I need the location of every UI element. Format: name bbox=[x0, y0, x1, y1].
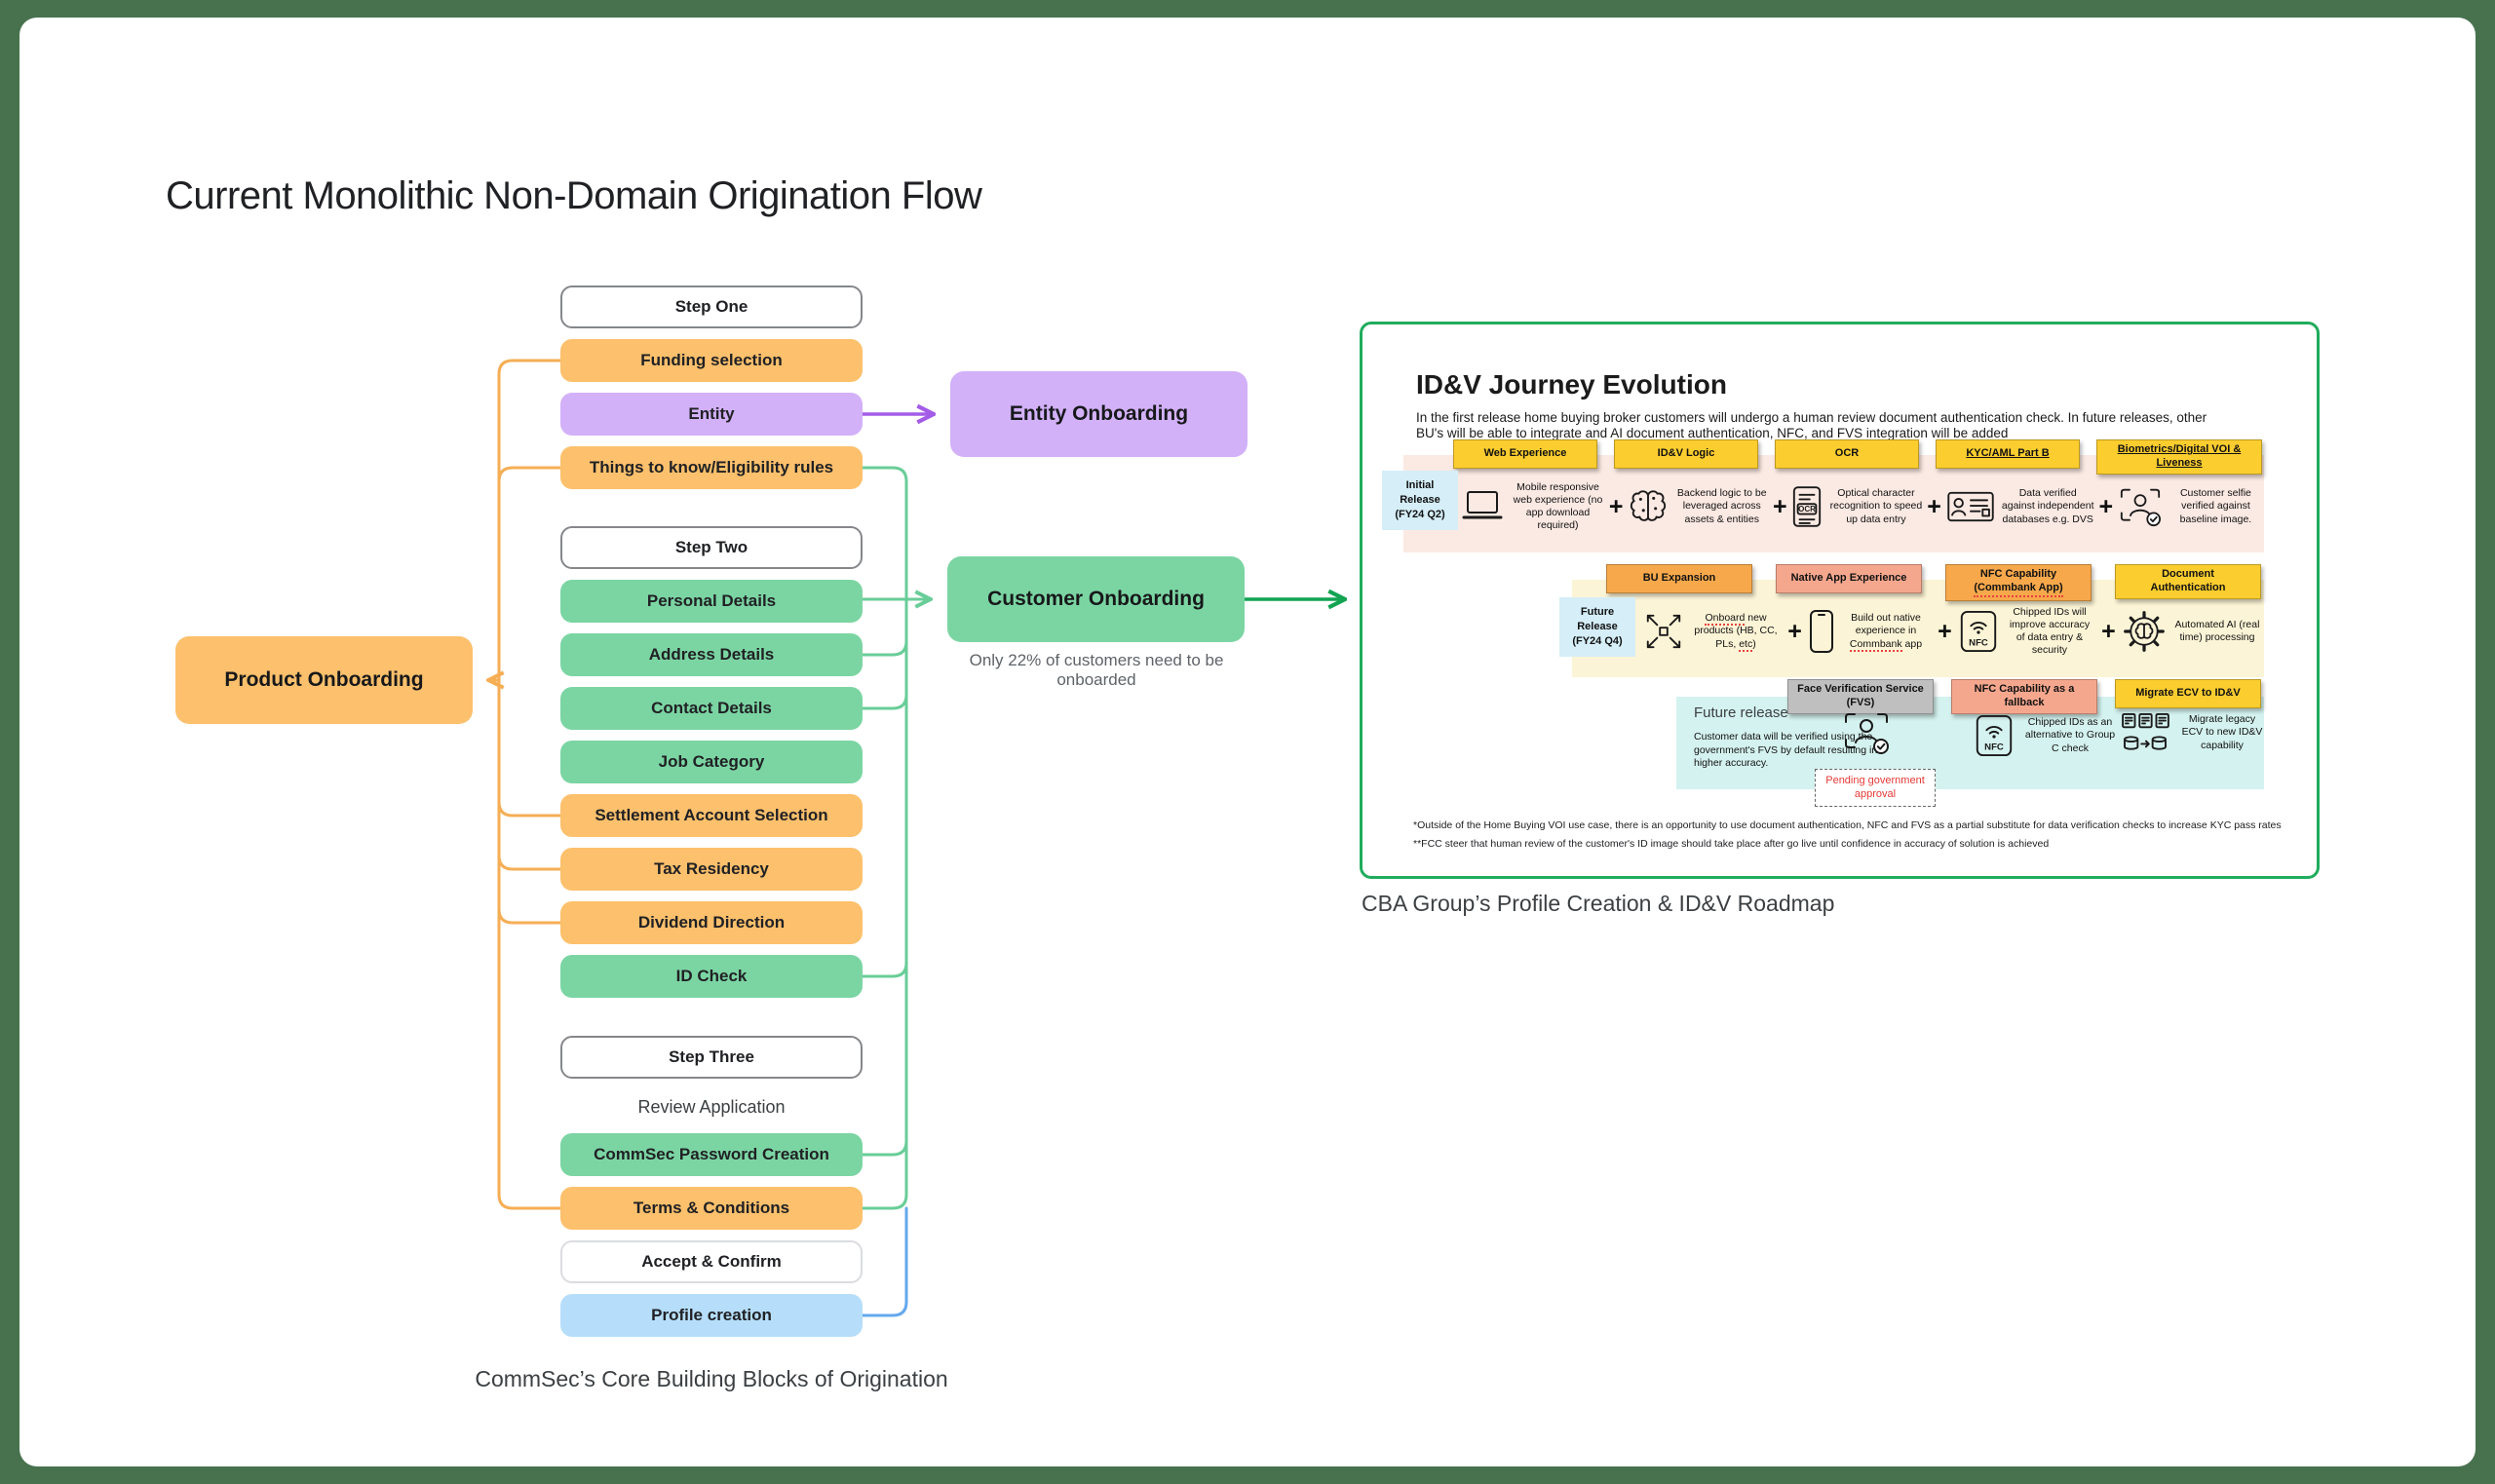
tag-native-app-experience: Native App Experience bbox=[1776, 564, 1922, 593]
tag-idv-logic: ID&V Logic bbox=[1614, 439, 1758, 469]
row2-item-ai: Automated AI (real time) processing bbox=[2123, 610, 2262, 653]
expand-arrows-icon bbox=[1643, 611, 1684, 652]
row1-item-selfie-caption: Customer selfie verified against baselin… bbox=[2179, 487, 2252, 525]
row1-tags: Web Experience ID&V Logic OCR KYC/AML Pa… bbox=[1453, 439, 2262, 475]
ocr-document-icon: OCR bbox=[1791, 485, 1823, 528]
panel-title: ID&V Journey Evolution bbox=[1416, 369, 1727, 400]
row1-item-dvs: Data verified against independent databa… bbox=[1946, 487, 2094, 525]
flow-box-job-category: Job Category bbox=[560, 741, 863, 783]
plus-separator: + bbox=[1608, 492, 1624, 520]
row3-text-block: Future release Customer data will be ver… bbox=[1694, 704, 1894, 771]
nfc-icon: NFC bbox=[1975, 714, 2014, 757]
initial-release-label: Initial Release (FY24 Q2) bbox=[1382, 471, 1458, 530]
row2-items: Onboard new products (HB, CC, PLs, etc) … bbox=[1643, 590, 2262, 673]
row1-item-ocr: OCR Optical character recognition to spe… bbox=[1791, 485, 1922, 528]
flow-box-id-check: ID Check bbox=[560, 955, 863, 998]
plus-separator: + bbox=[2101, 617, 2116, 645]
ai-gear-icon bbox=[2123, 610, 2166, 653]
footnote-2: **FCC steer that human review of the cus… bbox=[1413, 838, 2050, 850]
right-diagram-caption: CBA Group’s Profile Creation & ID&V Road… bbox=[1362, 891, 1835, 916]
row1-item-logic-caption: Backend logic to be leveraged across ass… bbox=[1676, 487, 1767, 525]
svg-text:NFC: NFC bbox=[1969, 637, 1988, 648]
row1-item-selfie: Customer selfie verified against baselin… bbox=[2118, 486, 2262, 527]
row2-item-bu: Onboard new products (HB, CC, PLs, etc) bbox=[1643, 611, 1781, 652]
flow-box-personal-details: Personal Details bbox=[560, 580, 863, 623]
flow-box-profile-creation: Profile creation bbox=[560, 1294, 863, 1337]
flow-box-dividend-direction: Dividend Direction bbox=[560, 901, 863, 944]
id-card-icon bbox=[1946, 489, 1995, 524]
pending-approval-note: Pending government approval bbox=[1815, 769, 1936, 807]
tag-migrate-ecv: Migrate ECV to ID&V bbox=[2115, 679, 2261, 708]
plus-separator: + bbox=[1938, 617, 1952, 645]
svg-text:NFC: NFC bbox=[1984, 742, 2004, 752]
tag-document-authentication: Document Authentication bbox=[2115, 564, 2261, 599]
tag-ocr: OCR bbox=[1775, 439, 1919, 469]
row1-item-logic: Backend logic to be leveraged across ass… bbox=[1628, 486, 1768, 527]
flow-box-address-details: Address Details bbox=[560, 633, 863, 676]
brain-icon bbox=[1628, 486, 1669, 527]
tag-bu-expansion: BU Expansion bbox=[1606, 564, 1752, 593]
flow-box-settlement-account: Settlement Account Selection bbox=[560, 794, 863, 837]
laptop-icon bbox=[1460, 489, 1505, 524]
row1-item-web-caption: Mobile responsive web experience (no app… bbox=[1513, 480, 1603, 532]
plus-separator: + bbox=[2098, 492, 2114, 520]
flow-box-terms-conditions: Terms & Conditions bbox=[560, 1187, 863, 1230]
row2-tags: BU Expansion Native App Experience NFC C… bbox=[1606, 564, 2261, 601]
future-release-label: Future Release (FY24 Q4) bbox=[1559, 597, 1635, 657]
tag-face-verification-service: Face Verification Service (FVS) bbox=[1787, 679, 1934, 714]
panel-subtitle: In the first release home buying broker … bbox=[1416, 410, 2207, 441]
selfie-verification-icon bbox=[2118, 486, 2163, 527]
idv-roadmap-panel: ID&V Journey Evolution In the first rele… bbox=[1360, 322, 2320, 879]
row1-items: Mobile responsive web experience (no app… bbox=[1460, 465, 2262, 549]
tag-kyc-aml-part-b: KYC/AML Part B bbox=[1936, 439, 2080, 469]
row2-item-bu-caption: Onboard new products (HB, CC, PLs, etc) bbox=[1694, 612, 1778, 652]
flow-box-tax-residency: Tax Residency bbox=[560, 848, 863, 891]
left-diagram-caption: CommSec’s Core Building Blocks of Origin… bbox=[475, 1366, 948, 1391]
database-migration-icon bbox=[2121, 712, 2169, 753]
row1-item-dvs-caption: Data verified against independent databa… bbox=[2001, 487, 2094, 525]
face-verification-icon bbox=[1842, 710, 1891, 755]
row2-item-nfc: NFC Chipped IDs will improve accuracy of… bbox=[1959, 606, 2094, 658]
flow-box-step-one: Step One bbox=[560, 285, 863, 328]
nfc-icon: NFC bbox=[1959, 610, 1998, 653]
row3-body: Customer data will be verified using the… bbox=[1694, 731, 1878, 770]
row2-item-native-app-caption: Build out native experience in Commbank … bbox=[1849, 612, 1923, 652]
tag-biometrics-voi-liveness: Biometrics/Digital VOI & Liveness bbox=[2096, 439, 2262, 475]
row3-heading: Future release bbox=[1694, 704, 1788, 721]
row1-item-ocr-caption: Optical character recognition to speed u… bbox=[1829, 487, 1923, 525]
row2-item-native-app: Build out native experience in Commbank … bbox=[1809, 609, 1931, 654]
row3-tags: Face Verification Service (FVS) NFC Capa… bbox=[1787, 679, 2261, 714]
flow-box-accept-confirm: Accept & Confirm bbox=[560, 1240, 863, 1283]
row3-item-nfc-caption: Chipped IDs as an alternative to Group C… bbox=[2024, 716, 2116, 754]
customer-onboarding-box: Customer Onboarding bbox=[947, 556, 1245, 642]
product-onboarding-box: Product Onboarding bbox=[175, 636, 473, 724]
flow-box-commsec-password: CommSec Password Creation bbox=[560, 1133, 863, 1176]
tag-nfc-fallback: NFC Capability as a fallback bbox=[1951, 679, 2097, 714]
row2-item-ai-caption: Automated AI (real time) processing bbox=[2174, 618, 2260, 643]
entity-onboarding-box: Entity Onboarding bbox=[950, 371, 1248, 457]
svg-text:OCR: OCR bbox=[1799, 505, 1817, 514]
plus-separator: + bbox=[1927, 492, 1941, 520]
row3-item-nfc: NFC Chipped IDs as an alternative to Gro… bbox=[1975, 714, 2119, 757]
row3-item-migrate: Migrate legacy ECV to new ID&V capabilit… bbox=[2121, 712, 2267, 753]
customer-onboarding-note: Only 22% of customers need to be onboard… bbox=[969, 651, 1224, 689]
plus-separator: + bbox=[1787, 617, 1802, 645]
row1-item-web: Mobile responsive web experience (no app… bbox=[1460, 481, 1604, 533]
flow-box-funding-selection: Funding selection bbox=[560, 339, 863, 382]
tag-web-experience: Web Experience bbox=[1453, 439, 1597, 469]
footnote-1: *Outside of the Home Buying VOI use case… bbox=[1413, 819, 2282, 831]
flow-box-step-three: Step Three bbox=[560, 1036, 863, 1079]
row2-item-nfc-caption: Chipped IDs will improve accuracy of dat… bbox=[2009, 605, 2091, 657]
page-title: Current Monolithic Non-Domain Originatio… bbox=[166, 173, 982, 217]
phone-icon bbox=[1809, 609, 1834, 654]
row3-item-fvs bbox=[1842, 710, 1891, 755]
tag-nfc-capability-commbank: NFC Capability (Commbank App) bbox=[1945, 564, 2092, 601]
flow-box-contact-details: Contact Details bbox=[560, 687, 863, 730]
flow-box-step-two: Step Two bbox=[560, 526, 863, 569]
plus-separator: + bbox=[1773, 492, 1787, 520]
row3-item-migrate-caption: Migrate legacy ECV to new ID&V capabilit… bbox=[2181, 713, 2263, 751]
flow-box-things-to-know: Things to know/Eligibility rules bbox=[560, 446, 863, 489]
flow-box-entity: Entity bbox=[560, 393, 863, 436]
review-application-label: Review Application bbox=[637, 1096, 786, 1117]
